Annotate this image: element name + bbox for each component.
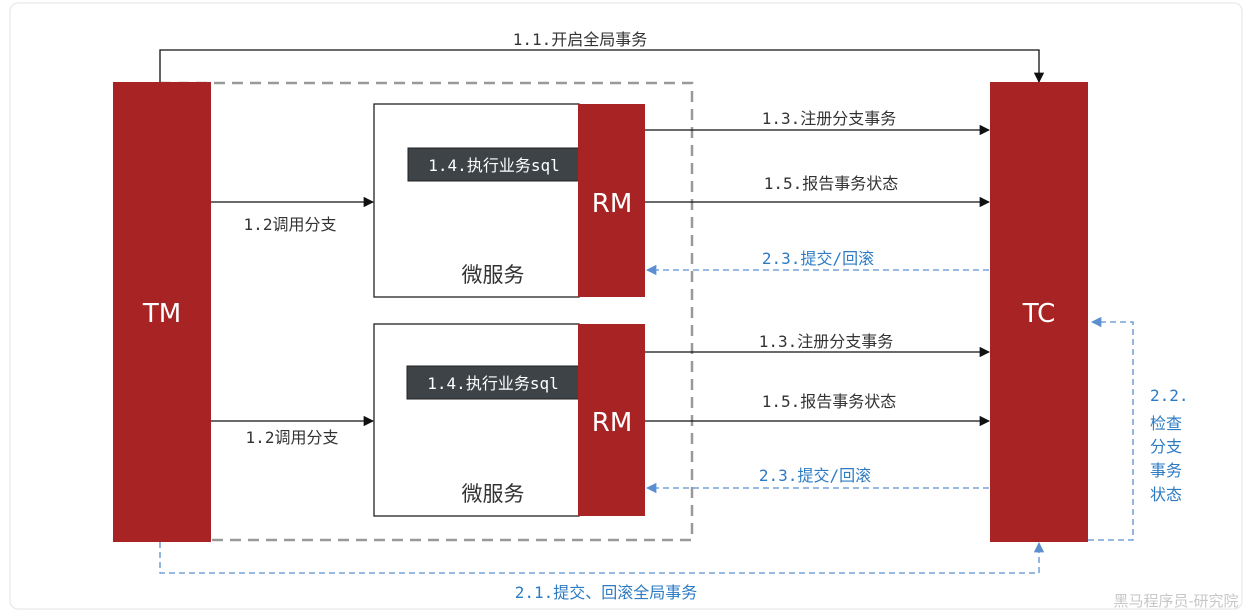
execute-sql-badge	[406, 365, 581, 400]
rm-label: RM	[592, 408, 633, 438]
microservice-2: 微服务 1.4.执行业务sql RM	[373, 323, 645, 517]
microservice-box	[373, 323, 580, 517]
call-branch-label-1: 1.2调用分支	[244, 215, 337, 234]
rm-label: RM	[592, 189, 633, 219]
register-branch-label-2: 1.3.注册分支事务	[759, 332, 894, 351]
commit-rollback-label-2: 2.3.提交/回滚	[759, 466, 871, 485]
check-branch-line-1: 2.2.	[1150, 386, 1189, 405]
tm-box	[113, 82, 211, 542]
check-branch-label: 2.2. 检查 分支 事务 状态	[1150, 386, 1198, 504]
begin-global-label: 1.1.开启全局事务	[513, 30, 648, 49]
rm-box	[578, 104, 645, 297]
tm-label: TM	[142, 299, 181, 329]
microservice-label: 微服务	[462, 263, 525, 287]
global-commit-rollback-label: 2.1.提交、回滚全局事务	[515, 583, 698, 602]
commit-rollback-label-1: 2.3.提交/回滚	[762, 249, 874, 268]
report-status-label-1: 1.5.报告事务状态	[764, 174, 899, 193]
begin-global-arrow	[159, 49, 1045, 84]
global-commit-rollback-arrow	[159, 541, 1045, 574]
check-branch-line-4: 事务	[1150, 461, 1182, 480]
microservice-label: 微服务	[462, 482, 525, 506]
tc-label: TC	[1022, 299, 1056, 329]
check-branch-line-3: 分支	[1150, 437, 1182, 456]
check-branch-line-5: 状态	[1150, 485, 1182, 504]
execute-sql-label: 1.4.执行业务sql	[427, 374, 558, 393]
frame	[9, 2, 1243, 610]
execute-sql-label: 1.4.执行业务sql	[428, 156, 559, 175]
execute-sql-badge	[407, 147, 581, 182]
rm-box	[578, 324, 645, 516]
register-branch-label-1: 1.3.注册分支事务	[762, 109, 897, 128]
call-branch-label-2: 1.2调用分支	[246, 428, 339, 447]
watermark: 黑马程序员-研究院	[1113, 592, 1238, 610]
check-branch-arrow	[1088, 316, 1134, 541]
report-status-label-2: 1.5.报告事务状态	[762, 392, 897, 411]
microservice-1: 微服务 1.4.执行业务sql RM	[373, 103, 645, 298]
tc-box	[990, 82, 1088, 542]
check-branch-line-2: 检查	[1150, 414, 1182, 433]
